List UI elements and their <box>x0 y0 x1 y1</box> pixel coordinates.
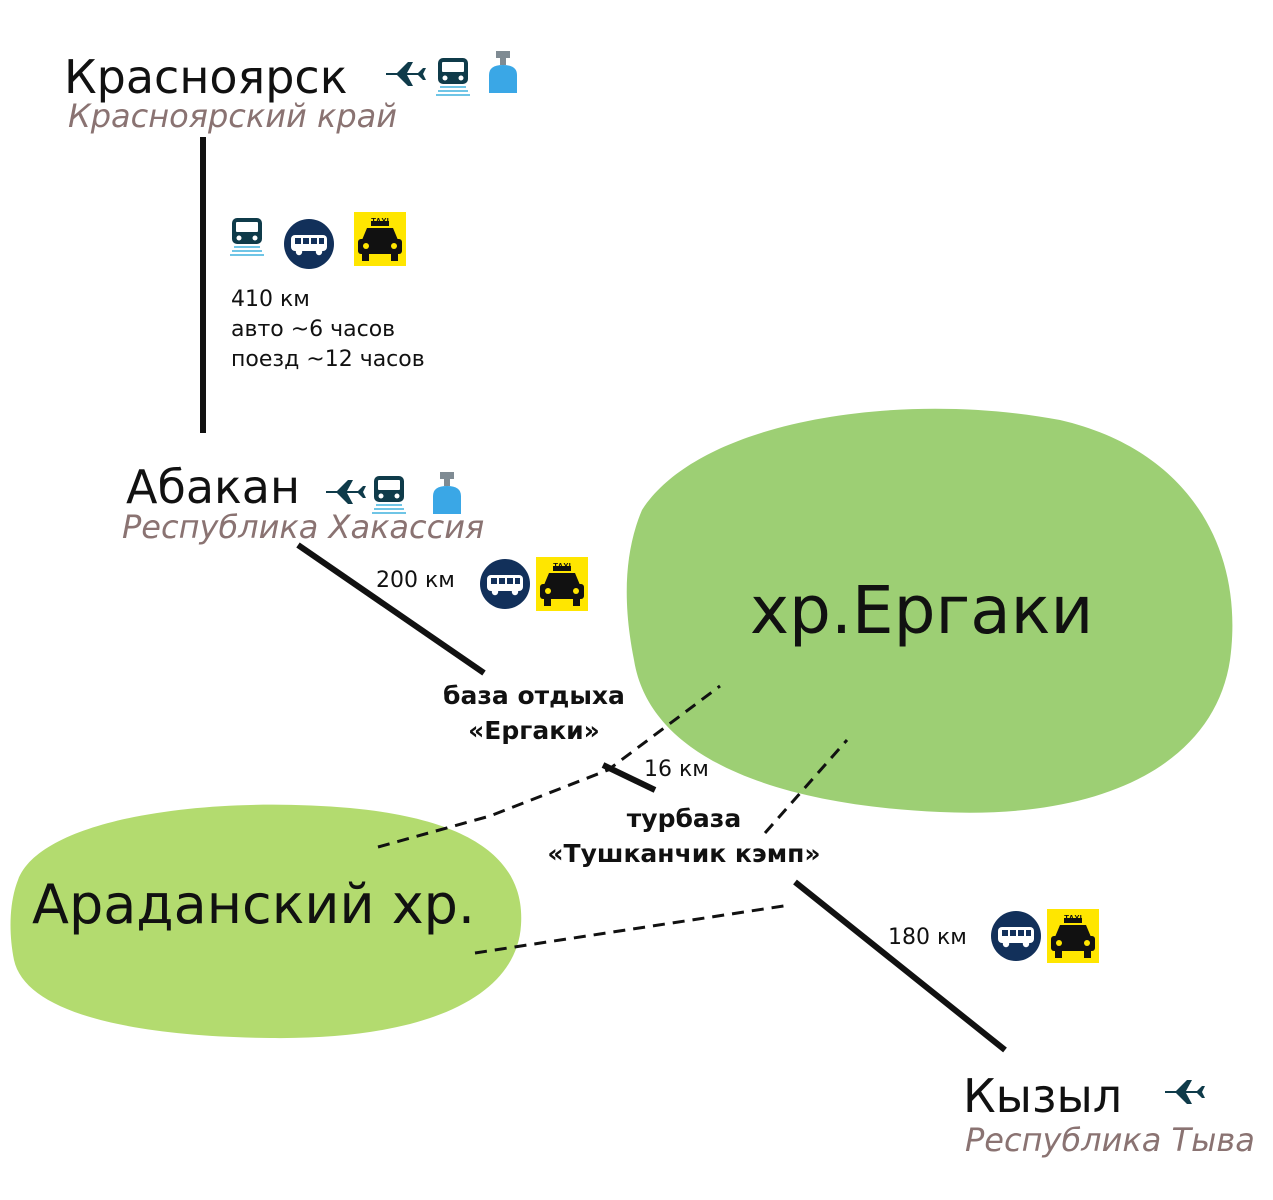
route-distance-abakan-ergaki: 200 км <box>376 568 455 593</box>
plane-icon <box>326 480 366 504</box>
city-kyzyl: Кызыл <box>963 1069 1123 1123</box>
aradan-range-label: Араданский хр. <box>32 873 476 936</box>
taxi-label: TAXI <box>553 562 571 571</box>
ergaki-range-blob <box>626 408 1233 813</box>
tushkanchik-camp-label: турбаза «Тушканчик кэмп» <box>532 806 836 866</box>
bus-icon <box>480 559 530 609</box>
plane-icon <box>1165 1080 1205 1104</box>
route-tushkanchik-kyzyl <box>793 879 1007 1053</box>
train-icon <box>229 217 265 256</box>
plane-icon <box>386 62 426 86</box>
base-ergaki-name: «Ергаки» <box>468 716 600 745</box>
route-abakan-ergaki-base <box>296 542 486 676</box>
region-krasnoyarsk: Красноярский край <box>68 97 398 135</box>
city-krasnoyarsk: Красноярск <box>64 50 348 104</box>
taxi-label: TAXI <box>1064 914 1082 923</box>
route-between-bases <box>601 762 657 793</box>
trail-to-ergaki-east <box>763 739 849 834</box>
region-abakan: Республика Хакассия <box>122 508 485 546</box>
base-ergaki-label: база отдыха «Ергаки» <box>434 683 634 743</box>
trails <box>377 684 849 955</box>
route-distance-kyzyl: 180 км <box>888 925 967 950</box>
region-kyzyl: Республика Тыва <box>965 1121 1255 1159</box>
route-distance-between-bases: 16 км <box>644 757 709 782</box>
trail-to-aradan-south <box>474 903 791 955</box>
taxi-label: TAXI <box>371 217 389 226</box>
base-ergaki-type: база отдыха <box>443 681 625 710</box>
city-abakan: Абакан <box>126 460 301 514</box>
car-time: авто ~6 часов <box>231 317 396 342</box>
tushkanchik-type: турбаза <box>626 804 742 833</box>
ergaki-range-label: хр.Ергаки <box>750 572 1094 649</box>
tushkanchik-name: «Тушканчик кэмп» <box>547 839 821 868</box>
aradan-range-blob <box>10 804 522 1039</box>
route-distance: 410 км <box>231 287 310 312</box>
gas-balloon-icon <box>489 51 517 93</box>
bus-icon <box>991 911 1041 961</box>
train-icon <box>435 57 471 96</box>
bus-icon <box>284 219 334 269</box>
route-info-krasnoyarsk-abakan: 410 км авто ~6 часов поезд ~12 часов <box>231 285 425 375</box>
train-time: поезд ~12 часов <box>231 347 425 372</box>
